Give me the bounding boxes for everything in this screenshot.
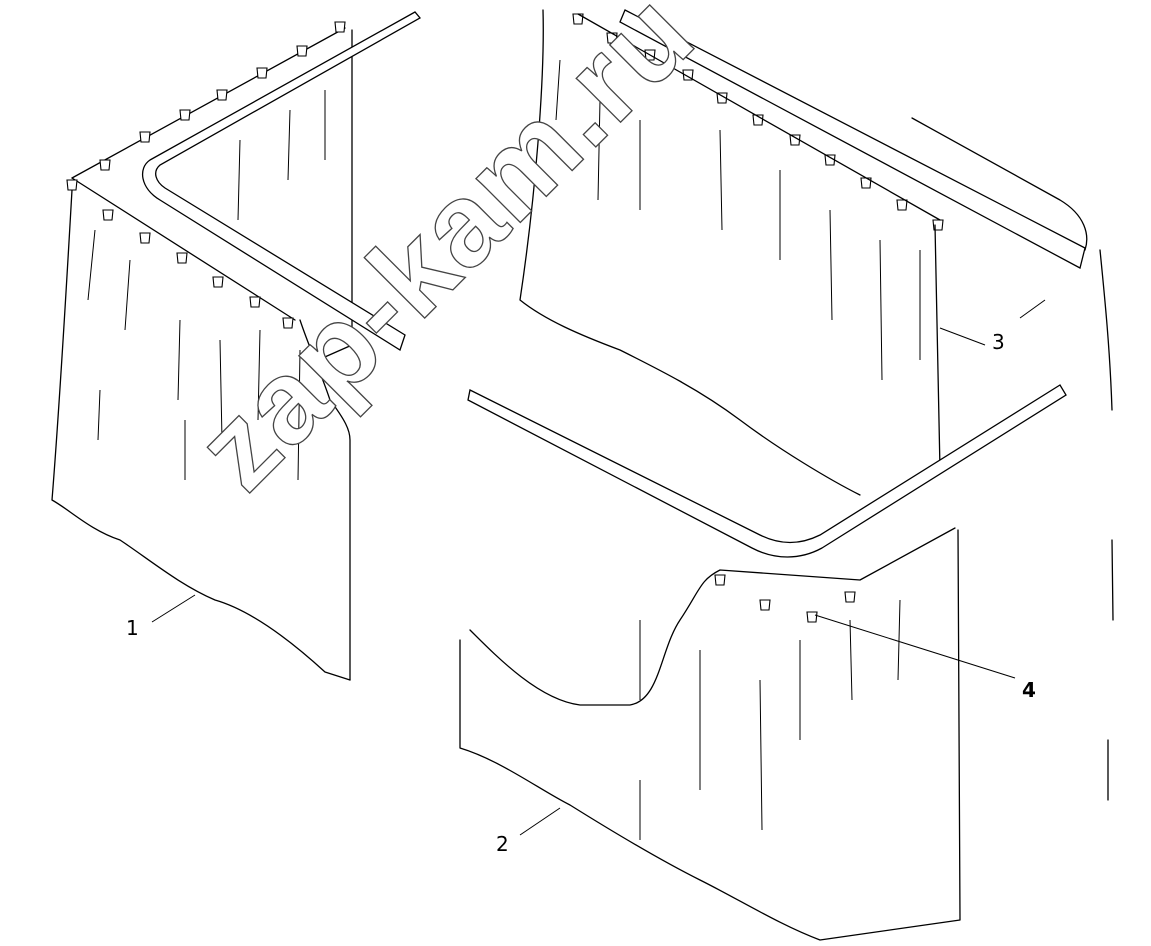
- curtain-hook-icon: [282, 317, 294, 329]
- curtain-hook-icon: [176, 252, 188, 264]
- rail-part-1: [141, 11, 421, 351]
- callout-4: 4: [1022, 678, 1036, 702]
- curtain-hook-icon: [896, 199, 908, 211]
- leader-1: [151, 594, 196, 623]
- curtain-hook-icon: [99, 159, 111, 171]
- curtain-hook-icon: [296, 45, 308, 57]
- leader-2: [519, 807, 561, 836]
- curtain-hook-icon: [714, 574, 726, 586]
- curtain-hook-icon: [216, 89, 228, 101]
- curtain-hook-icon: [66, 179, 78, 191]
- curtain-hook-icon: [139, 232, 151, 244]
- leader-3: [939, 327, 986, 346]
- callout-3: 3: [992, 330, 1005, 354]
- curtain-hook-icon: [139, 131, 151, 143]
- curtain-hook-icon: [759, 599, 771, 611]
- curtain-part-1: [51, 13, 944, 681]
- curtain-hook-icon: [789, 134, 801, 146]
- curtain-hook-icon: [334, 21, 346, 33]
- curtain-hook-icon: [824, 154, 836, 166]
- curtain-hook-icon: [102, 209, 114, 221]
- curtain-hook-icon: [844, 591, 856, 603]
- callout-1: 1: [126, 616, 139, 640]
- curtain-hook-icon: [212, 276, 224, 288]
- curtain-hook-icon: [806, 611, 818, 623]
- curtain-part-3: [519, 9, 1114, 801]
- curtain-hook-icon: [249, 296, 261, 308]
- callout-2: 2: [496, 832, 509, 856]
- curtain-hook-icon: [860, 177, 872, 189]
- curtain-part-2: [459, 384, 1067, 941]
- curtain-hook-icon: [256, 67, 268, 79]
- curtain-hook-icon: [716, 92, 728, 104]
- curtain-hook-icon: [572, 13, 584, 25]
- curtain-hook-icon: [179, 109, 191, 121]
